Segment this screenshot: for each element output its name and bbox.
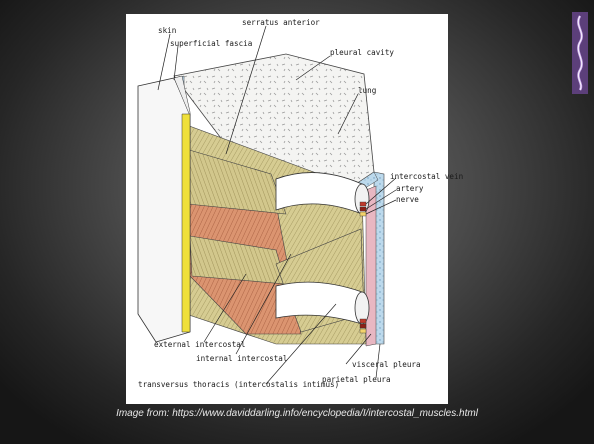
image-source-caption: Image from: https://www.daviddarling.inf… [0,408,594,419]
neurovascular-bundle-lower [360,319,366,333]
neurovascular-bundle-upper [360,202,366,216]
label-superficial-fascia: superficial fascia [170,39,252,48]
label-visceral-pleura: visceral pleura [352,360,421,369]
label-nerve: nerve [396,195,419,204]
label-internal-intercostal: internal intercostal [196,354,287,363]
label-parietal-pleura: parietal pleura [322,375,391,384]
label-lung: lung [358,86,376,95]
anatomy-figure: skin superficial fascia serratus anterio… [126,14,448,404]
label-external-intercostal: external intercostal [154,340,245,349]
label-pleural-cavity: pleural cavity [330,48,394,57]
label-intercostal-vein: intercostal vein [390,172,463,181]
superficial-fascia-band [182,114,190,332]
label-transversus-thoracis: transversus thoracis (intercostalis inti… [138,380,339,389]
label-artery: artery [396,184,423,193]
ribbon-emblem-icon [572,12,588,94]
label-skin: skin [158,26,176,35]
label-serratus-anterior: serratus anterior [242,18,320,27]
